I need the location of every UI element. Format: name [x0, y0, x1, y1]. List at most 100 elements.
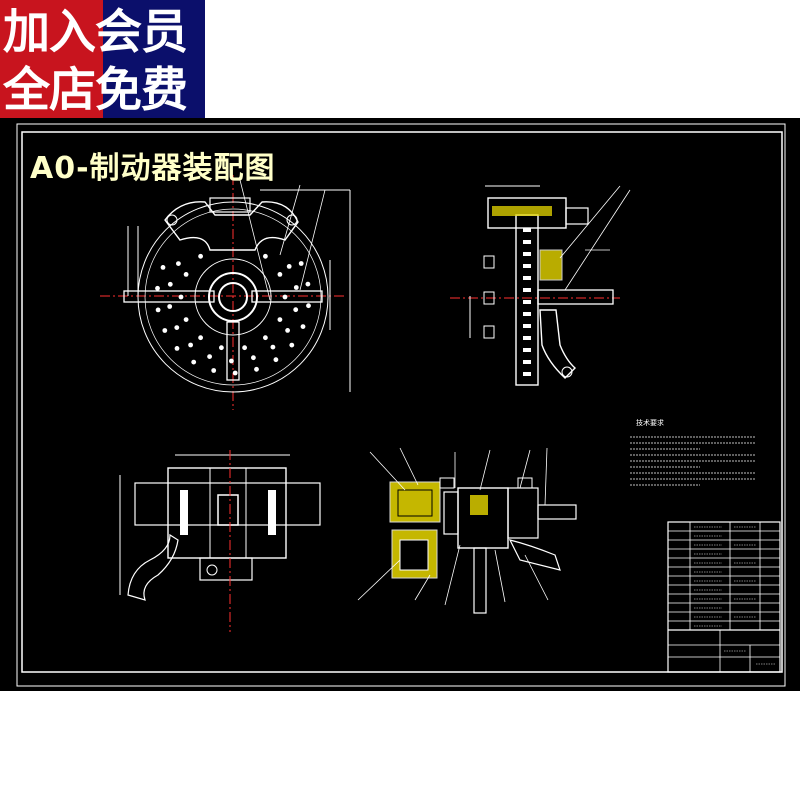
side-axle [537, 289, 614, 305]
hub-flange [208, 272, 258, 322]
disc-vent-hole [198, 335, 204, 341]
section-pad-left [443, 491, 459, 535]
side-disc-slot [523, 312, 531, 316]
top-view-pad-right [268, 490, 276, 535]
side-disc-slot [523, 252, 531, 256]
parts-list-rows [668, 530, 780, 622]
hub-bore [218, 282, 248, 312]
disc-vent-hole [282, 294, 288, 300]
top-view-lower-bracket [199, 557, 253, 581]
disc-vent-hole [273, 357, 279, 363]
disc-vent-hole [198, 253, 204, 259]
caliper-bolt-right [286, 214, 298, 226]
axle-arm-right [251, 290, 323, 303]
section-hub-hatch [470, 495, 488, 515]
disc-vent-hole [277, 272, 283, 277]
side-bolt-1 [483, 255, 495, 269]
top-view-piston [217, 494, 239, 526]
side-bolt-3 [483, 325, 495, 339]
side-disc-slot [523, 240, 531, 244]
section-leader-7 [357, 559, 401, 601]
disc-vent-hole [242, 345, 248, 351]
title-block-outer [667, 521, 781, 673]
section-spindle [473, 547, 487, 614]
side-disc-slot [523, 264, 531, 268]
section-axle [537, 504, 577, 520]
disc-vent-hole [155, 307, 161, 313]
section-leader-9 [444, 544, 461, 606]
side-arm-eye [561, 366, 573, 378]
section-piston-cavity [397, 489, 433, 517]
disc-vent-hole [191, 359, 197, 365]
side-disc-slot [523, 324, 531, 328]
disc-vent-hole [162, 328, 168, 333]
top-view-arm [127, 533, 179, 601]
section-knuckle [507, 487, 539, 539]
side-disc-slot [523, 336, 531, 340]
disc-vent-hole [183, 317, 189, 322]
side-steering-arm [539, 309, 577, 379]
side-disc-slot [523, 276, 531, 280]
leader-3 [299, 189, 326, 291]
section-bolt-1 [439, 477, 455, 489]
disc-vent-hole [293, 307, 299, 313]
disc-vent-hole [167, 304, 173, 309]
disc-vent-hole [160, 265, 166, 270]
disc-vent-hole [306, 303, 311, 309]
side-leader-1 [559, 185, 621, 259]
disc-vent-hole [286, 264, 292, 269]
disc-vent-hole [174, 346, 180, 351]
disc-vent-holes [155, 253, 311, 376]
side-bearing-hatch [539, 249, 563, 281]
section-leader-4 [479, 449, 491, 491]
section-cylinder [399, 539, 429, 571]
promo-text-free: 免费 [95, 63, 188, 118]
side-caliper-pad-hatch [492, 206, 552, 216]
section-leader-6 [544, 447, 548, 506]
tech-notes-heading: 技术要求 [636, 418, 664, 427]
promo-badge-text: 加入会员 全店免费 [0, 4, 205, 120]
disc-vent-hole [263, 253, 268, 259]
disc-vent-hole [183, 272, 189, 277]
disc-vent-hole [232, 370, 238, 376]
section-view [357, 447, 577, 614]
top-view-mount-bar [134, 482, 321, 526]
disc-vent-hole [176, 261, 181, 266]
disc-vent-hole [174, 325, 180, 330]
sheet-outer-border [16, 123, 786, 687]
side-caliper-bolt-head [565, 207, 589, 225]
section-leader-2 [399, 447, 419, 486]
side-bolt-2 [483, 291, 495, 305]
side-disc-slot [523, 228, 531, 232]
side-disc-slot [523, 360, 531, 364]
axle-arm-left [123, 290, 215, 303]
promo-line-1: 加入会员 [0, 4, 205, 62]
disc-vent-hole [270, 344, 276, 350]
disc-vent-hole [293, 285, 299, 290]
promo-text-whole-store: 全店 [3, 63, 96, 118]
side-disc-slots [523, 228, 531, 376]
disc-vent-hole [285, 328, 290, 333]
side-disc-slot [523, 300, 531, 304]
side-disc-slot [523, 288, 531, 292]
top-view [119, 450, 321, 632]
hub-ring [194, 258, 272, 336]
section-steering-arm [508, 539, 561, 571]
disc-inner-ring [144, 208, 322, 386]
disc-vent-hole [289, 342, 295, 348]
leader-2 [279, 184, 301, 256]
top-view-pin [206, 564, 218, 576]
promo-badge-red-panel [0, 0, 103, 130]
promo-text-member: 会员 [95, 5, 188, 60]
front-view-disc [100, 175, 351, 410]
caliper-bolt-left [166, 214, 178, 226]
side-disc-slot [523, 348, 531, 352]
axle-arm-down [226, 321, 240, 381]
section-leader-10 [494, 549, 506, 603]
side-view [450, 185, 631, 386]
cad-sheet [0, 118, 800, 691]
disc-outer-edge [137, 201, 329, 393]
drawing-title: A0-制动器装配图 [30, 151, 276, 186]
disc-vent-hole [219, 345, 224, 351]
